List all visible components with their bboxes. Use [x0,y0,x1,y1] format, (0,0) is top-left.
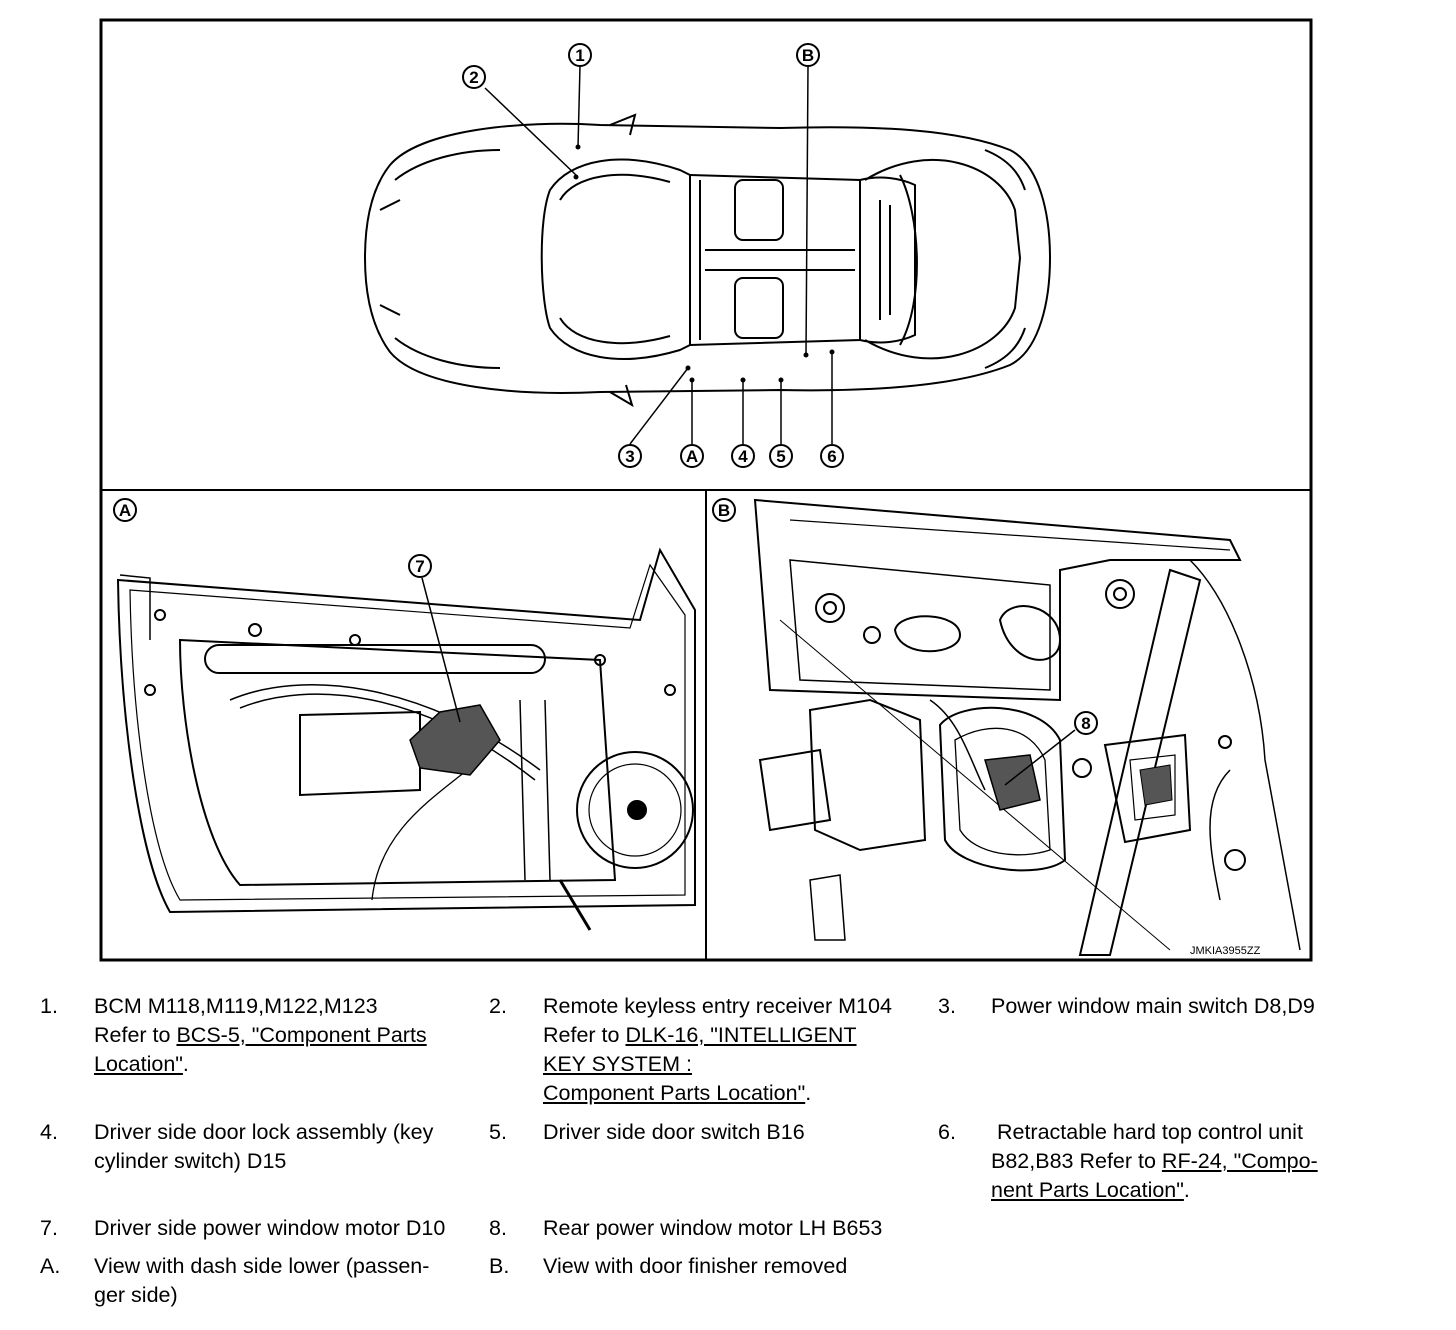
callout-6: 6 [820,444,844,468]
svg-text:7: 7 [415,557,424,576]
legend-text: Refer to [543,1023,626,1047]
legend-text: View with dash side lower (passen- [94,1254,430,1278]
legend-number: 2. [489,994,507,1018]
legend-text: View with door finisher removed [543,1254,848,1278]
svg-text:B: B [802,46,814,65]
legend-text: . [805,1081,812,1105]
callout-4: 4 [731,444,755,468]
legend-text: Refer to [94,1023,177,1047]
panel-a-label: A [113,498,137,522]
door-panel-drawing [116,547,696,931]
window-motor-d10 [409,704,501,776]
svg-text:3: 3 [625,447,634,466]
legend-number: 1. [40,994,58,1018]
top-callout-leaders [484,65,833,445]
rf-24-link-cont[interactable]: nent Parts Location" [991,1178,1184,1202]
legend-text: B82,B83 Refer to [991,1149,1162,1173]
dlk-16-link-cont[interactable]: KEY SYSTEM : [543,1052,692,1076]
legend-text: Driver side power window motor D10 [94,1216,446,1240]
callout-B-top: B [796,43,820,67]
legend-number: 8. [489,1216,507,1240]
legend-text: . [182,1052,189,1076]
legend-text: Rear power window motor LH B653 [543,1216,883,1240]
svg-text:4: 4 [738,447,748,466]
component-location-diagram: 1 2 B 3 A 4 5 6 A [99,18,1313,962]
legend-number: 4. [40,1120,58,1144]
rf-24-link[interactable]: RF-24, "Compo- [1161,1149,1318,1173]
legend-text: Remote keyless entry receiver M104 [543,994,892,1018]
rear-window-motor-b653 [984,754,1173,811]
dlk-16-link[interactable]: DLK-16, "INTELLIGENT [625,1023,857,1047]
car-top-view [363,113,1052,408]
figure-code: JMKIA3955ZZ [1190,945,1261,957]
svg-text:2: 2 [469,68,478,87]
callout-A-top: A [680,444,704,468]
legend-number: 5. [489,1120,507,1144]
callout-2: 2 [462,65,486,89]
svg-text:A: A [686,447,698,466]
legend-number: 7. [40,1216,58,1240]
callout-1: 1 [568,43,592,67]
panel-b-label: B [712,498,736,522]
callout-7-leader [421,577,461,723]
svg-text:6: 6 [827,447,836,466]
legend-text: Driver side door switch B16 [543,1120,805,1144]
callout-3: 3 [618,444,642,468]
legend-text: ger side) [94,1283,178,1307]
svg-text:8: 8 [1081,714,1090,733]
callout-7: 7 [408,554,432,578]
legend-text: . [1183,1178,1190,1202]
svg-text:A: A [119,501,131,520]
legend-number: 6. [938,1120,956,1144]
rear-quarter-drawing [753,498,1301,956]
legend-number: A. [40,1254,61,1278]
svg-text:5: 5 [776,447,785,466]
legend-text: Power window main switch D8,D9 [991,994,1315,1018]
top-callout-dots [573,144,835,383]
svg-text:1: 1 [575,46,584,65]
dlk-16-link-cont2[interactable]: Component Parts Location" [543,1081,806,1105]
legend-number: B. [489,1254,510,1278]
legend-number: 3. [938,994,956,1018]
svg-text:B: B [718,501,730,520]
callout-5: 5 [769,444,793,468]
legend-text: Driver side door lock assembly (key [94,1120,434,1144]
callout-8-leader [1004,729,1076,786]
bcs-5-link[interactable]: BCS-5, "Component Parts [176,1023,427,1047]
legend-text: cylinder switch) D15 [94,1149,287,1173]
legend-text: Retractable hard top control unit [991,1120,1303,1144]
legend-text: BCM M118,M119,M122,M123 [94,994,378,1018]
bcs-5-link-cont[interactable]: Location" [94,1052,183,1076]
callout-8: 8 [1074,711,1098,735]
